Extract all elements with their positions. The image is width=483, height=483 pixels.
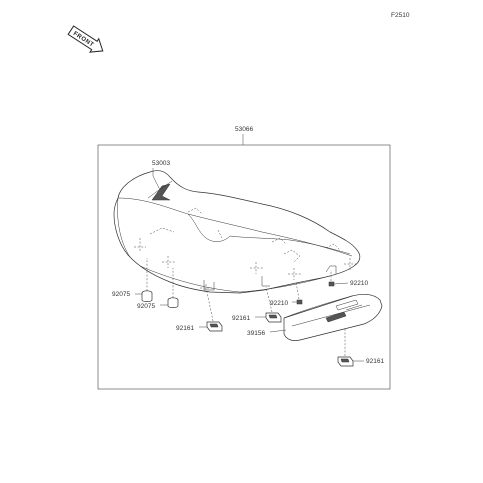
damper-center-guide <box>265 286 273 313</box>
bolt-lower-label: 92075 <box>137 303 155 310</box>
collar-right-leader <box>333 282 349 285</box>
damper-center <box>265 312 282 323</box>
seat-part-label: 53003 <box>152 160 170 167</box>
collar-right <box>328 281 335 287</box>
bolt-upper-label: 92075 <box>112 291 130 298</box>
damper-left-label: 92161 <box>176 325 194 332</box>
collar-right-label: 92210 <box>350 280 368 287</box>
seat-bracket <box>283 294 383 341</box>
figure-code: F2510 <box>391 12 410 19</box>
assembly-part-label: 53066 <box>235 126 253 133</box>
collar-center-label: 92210 <box>270 300 288 307</box>
damper-left <box>206 321 223 332</box>
bracket-label: 39156 <box>247 330 265 337</box>
damper-left-guide <box>206 291 214 322</box>
front-arrow-icon: FRONT <box>67 25 104 53</box>
collar-center <box>296 299 303 305</box>
damper-center-label: 92161 <box>232 315 250 322</box>
bolt-lower <box>167 297 179 308</box>
bolt-upper <box>141 290 153 302</box>
seat-body <box>113 170 361 294</box>
damper-right-label: 92161 <box>366 358 384 365</box>
bracket-leader <box>269 329 287 333</box>
assembly-frame <box>97 144 391 390</box>
collar-center-guide <box>295 281 300 300</box>
seat-leader <box>152 168 161 191</box>
damper-right <box>337 356 354 367</box>
